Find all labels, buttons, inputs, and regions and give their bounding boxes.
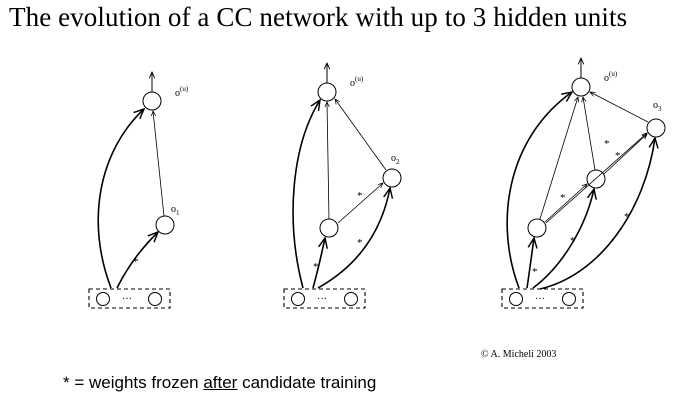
slide-title: The evolution of a CC network with up to… <box>9 2 628 32</box>
frozen-connection <box>545 133 647 224</box>
connection <box>335 99 387 171</box>
input-unit <box>562 292 576 306</box>
frozen-connection <box>539 138 655 290</box>
connection <box>97 109 144 289</box>
network-1 <box>88 72 175 309</box>
input-box <box>283 288 366 309</box>
network-2 <box>283 63 402 309</box>
input-ellipsis: ··· <box>317 294 327 305</box>
connection <box>153 111 165 217</box>
copyright-credit: © A. Micheli 2003 <box>481 349 557 360</box>
frozen-mark: * <box>313 261 319 273</box>
output-label: o(u) <box>604 70 618 84</box>
input-ellipsis: ··· <box>535 294 545 305</box>
frozen-mark: * <box>357 190 363 202</box>
frozen-connection <box>312 238 325 289</box>
input-box <box>501 288 584 309</box>
output-unit <box>142 91 162 111</box>
legend-underlined: after <box>203 373 238 392</box>
input-unit <box>509 292 523 306</box>
connection <box>327 102 329 220</box>
hidden-unit <box>646 118 666 138</box>
frozen-connection <box>116 232 158 289</box>
connection <box>590 92 649 123</box>
output-unit <box>317 82 337 102</box>
input-unit <box>148 292 162 306</box>
connection <box>506 92 572 289</box>
hidden-unit <box>319 218 339 238</box>
hidden-unit <box>527 218 547 238</box>
frozen-connection <box>526 238 534 289</box>
input-unit <box>96 292 110 306</box>
hidden-label-o2: o2 <box>391 153 400 166</box>
frozen-mark: * <box>615 150 621 162</box>
hidden-label-o3: o3 <box>653 100 662 113</box>
input-box <box>88 288 171 309</box>
frozen-connection <box>337 183 383 224</box>
hidden-unit <box>382 168 402 188</box>
frozen-connection <box>317 188 390 289</box>
input-unit <box>291 292 305 306</box>
output-unit <box>571 77 591 97</box>
frozen-mark: * <box>357 237 363 249</box>
frozen-mark: * <box>570 235 576 247</box>
frozen-mark: * <box>133 256 139 268</box>
hidden-label-o1: o1 <box>171 204 180 217</box>
legend-suffix: candidate training <box>237 373 377 392</box>
connection <box>539 97 578 220</box>
connection <box>292 100 320 289</box>
connection <box>583 97 596 171</box>
output-label: o(u) <box>350 75 364 89</box>
hidden-unit <box>155 215 175 235</box>
frozen-connection <box>532 189 594 289</box>
input-ellipsis: ··· <box>122 294 132 305</box>
frozen-mark: * <box>560 192 566 204</box>
frozen-connection <box>603 134 647 175</box>
output-label: o(u) <box>175 85 189 99</box>
frozen-connection <box>544 184 587 223</box>
frozen-mark: * <box>624 211 630 223</box>
frozen-mark: * <box>604 138 610 150</box>
legend-prefix: * = weights frozen <box>63 373 204 392</box>
input-unit <box>344 292 358 306</box>
network-3 <box>501 58 666 309</box>
frozen-mark: * <box>532 266 538 278</box>
legend-note: * = weights frozen after candidate train… <box>63 373 376 393</box>
